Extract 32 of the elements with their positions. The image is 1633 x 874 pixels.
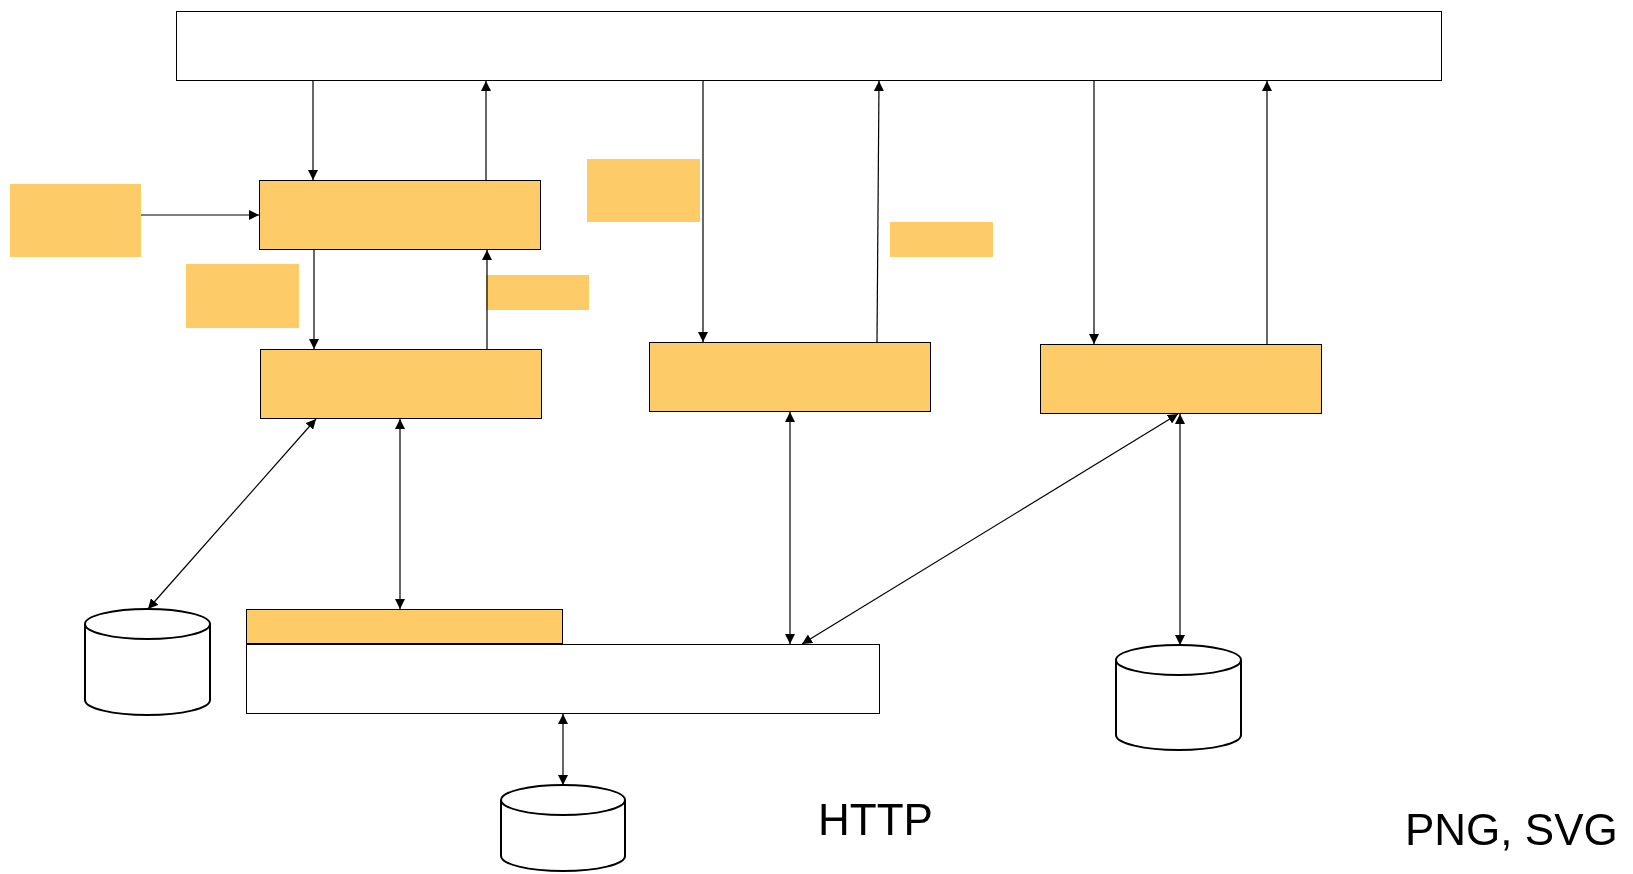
process-box	[260, 349, 542, 419]
arrow	[140, 210, 260, 220]
arrow	[482, 249, 492, 350]
process-box	[259, 180, 541, 250]
database-cylinder	[1115, 645, 1242, 750]
process-box	[1040, 344, 1322, 414]
arrow	[558, 713, 568, 786]
process-box	[246, 644, 880, 714]
arrow	[147, 418, 317, 610]
protocol-label: PNG, SVG	[1405, 808, 1618, 852]
arrow	[308, 80, 318, 181]
color-patch	[186, 264, 299, 328]
process-box	[176, 11, 1442, 81]
color-patch	[10, 184, 141, 257]
arrow	[395, 418, 405, 610]
color-patch	[486, 275, 589, 310]
arrow	[1089, 80, 1099, 345]
arrow	[309, 249, 319, 350]
process-box	[649, 342, 931, 412]
arrow	[1175, 413, 1185, 646]
arrow	[1262, 80, 1272, 345]
protocol-label: HTTP	[818, 798, 933, 842]
database-cylinder	[500, 785, 626, 871]
arrow	[785, 411, 795, 645]
arrow	[481, 80, 491, 181]
arrow	[873, 80, 884, 343]
color-patch	[587, 159, 700, 222]
color-patch	[890, 222, 993, 257]
database-cylinder	[84, 609, 211, 715]
process-box	[246, 609, 563, 644]
arrow	[801, 413, 1179, 645]
arrow	[698, 80, 708, 343]
